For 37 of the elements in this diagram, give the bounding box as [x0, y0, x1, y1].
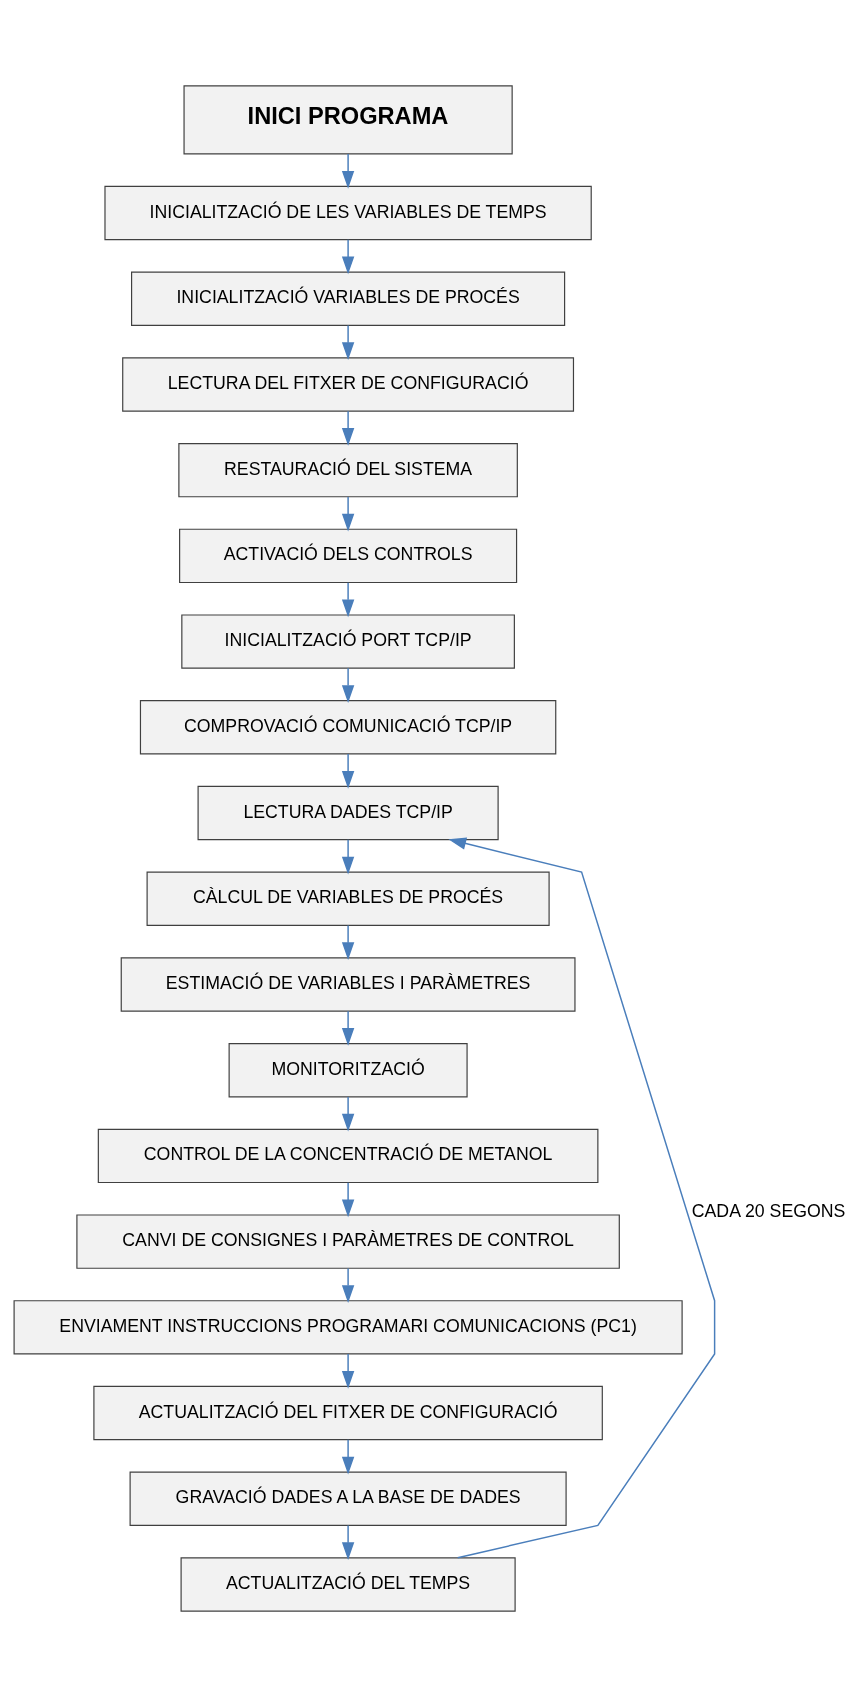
- arrow: [448, 837, 716, 1559]
- node-box: LECTURA DADES TCP/IP: [197, 785, 499, 841]
- node-box: INICIALITZACIÓ VARIABLES DE PROCÉS: [131, 271, 566, 326]
- node-box: ACTIVACIÓ DELS CONTROLS: [179, 528, 518, 584]
- arrow: [341, 239, 355, 275]
- node-box: GRAVACIÓ DADES A LA BASE DE DADES: [129, 1471, 567, 1526]
- node-box: ESTIMACIÓ DE VARIABLES I PARÀMETRES: [120, 957, 576, 1012]
- node-box: INICI PROGRAMA: [183, 85, 513, 155]
- arrow: [341, 324, 355, 361]
- arrow: [341, 1181, 355, 1218]
- arrow: [341, 1096, 355, 1132]
- arrow: [341, 753, 355, 789]
- node-box: INICIALITZACIÓ PORT TCP/IP: [181, 614, 515, 669]
- arrow: [341, 667, 355, 703]
- edge-label: CADA 20 SEGONS: [691, 1201, 846, 1222]
- arrow: [341, 581, 355, 618]
- arrow: [341, 1353, 355, 1389]
- arrow: [341, 153, 355, 189]
- node-box: MONITORITZACIÓ: [228, 1043, 468, 1098]
- arrow: [341, 496, 355, 532]
- node-box: COMPROVACIÓ COMUNICACIÓ TCP/IP: [139, 700, 557, 755]
- node-box: RESTAURACIÓ DEL SISTEMA: [178, 442, 518, 498]
- arrow: [341, 1267, 355, 1303]
- node-box: ACTUALITZACIÓ DEL FITXER DE CONFIGURACIÓ: [93, 1385, 603, 1441]
- arrow: [341, 1010, 355, 1046]
- arrow: [341, 410, 355, 446]
- node-box: ENVIAMENT INSTRUCCIONS PROGRAMARI COMUNICACIONS (PC1): [13, 1300, 683, 1355]
- node-box: CANVI DE CONSIGNES I PARÀMETRES DE CONTROL: [76, 1214, 620, 1269]
- arrow: [341, 839, 355, 875]
- arrow: [341, 924, 355, 961]
- arrow: [341, 1439, 355, 1475]
- node-box: ACTUALITZACIÓ DEL TEMPS: [180, 1557, 516, 1612]
- node-box: INICIALITZACIÓ DE LES VARIABLES DE TEMPS: [104, 185, 592, 241]
- node-box: LECTURA DEL FITXER DE CONFIGURACIÓ: [122, 357, 575, 412]
- node-box: CÀLCUL DE VARIABLES DE PROCÉS: [146, 871, 550, 926]
- node-box: CONTROL DE LA CONCENTRACIÓ DE METANOL: [97, 1128, 599, 1184]
- arrow: [341, 1524, 355, 1561]
